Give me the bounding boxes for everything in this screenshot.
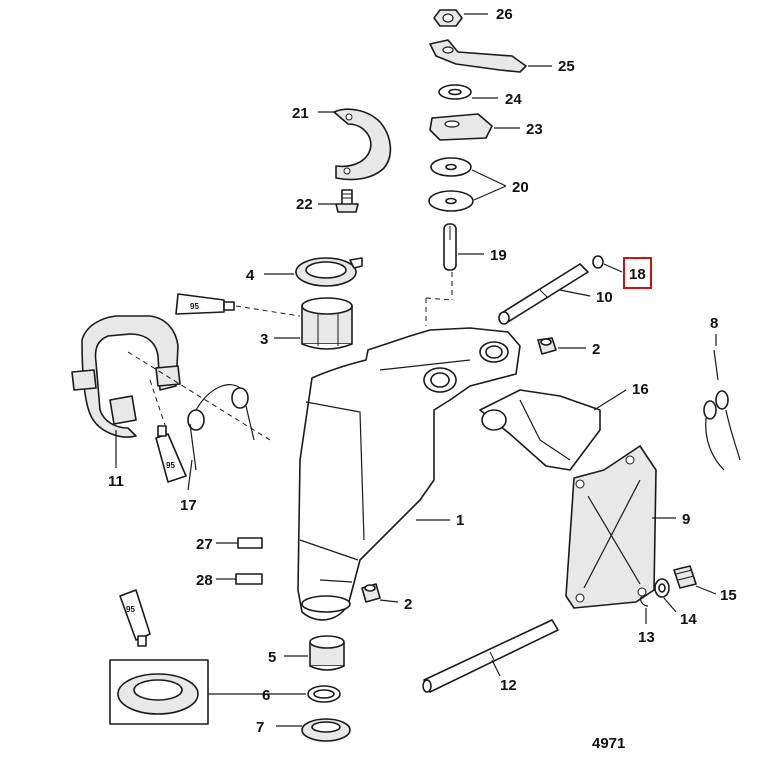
callout-2-bottom: 2	[404, 596, 412, 613]
callout-20: 20	[512, 179, 529, 196]
part-21-bracket	[333, 108, 392, 181]
part-2-fitting-top	[537, 337, 557, 355]
callout-8: 8	[710, 315, 718, 332]
part-8-spring	[703, 349, 741, 471]
callout-21: 21	[292, 105, 309, 122]
part-7-seal	[301, 718, 351, 742]
callout-12: 12	[500, 677, 517, 694]
callout-2-top: 2	[592, 341, 600, 358]
callout-19: 19	[490, 247, 507, 264]
callout-11: 11	[108, 473, 124, 490]
part-23-plate	[429, 113, 493, 141]
sealant-tube-left: 95	[155, 425, 187, 483]
callout-13: 13	[638, 629, 655, 646]
sealant-tube-top: 95	[175, 293, 235, 315]
part-1-swivel-housing	[297, 327, 521, 621]
part-19-pin	[443, 223, 457, 271]
part-10-shaft	[498, 263, 589, 325]
callout-5: 5	[268, 649, 276, 666]
part-20-washers	[428, 157, 474, 212]
sealant-label-top: 95	[190, 302, 199, 311]
part-27	[237, 537, 263, 549]
callout-6: 6	[262, 687, 270, 704]
callout-1: 1	[456, 512, 464, 529]
part-3-bushing	[301, 297, 353, 350]
callout-26: 26	[496, 6, 513, 23]
callout-17: 17	[180, 497, 197, 514]
part-11-bracket	[71, 315, 181, 438]
part-6-seal	[307, 685, 341, 703]
part-16-lever	[479, 389, 601, 471]
part-9-plate	[565, 445, 657, 609]
part-5-bushing	[309, 635, 345, 671]
part-25-arm	[429, 39, 527, 73]
part-2-fitting-bottom	[361, 583, 381, 603]
callout-9: 9	[682, 511, 690, 528]
part-18-ring	[592, 255, 604, 269]
part-22-bolt	[335, 189, 359, 213]
part-24-washer	[438, 84, 472, 100]
part-13-clip	[639, 596, 649, 607]
seal-inset-box	[109, 659, 209, 725]
part-14-washer	[654, 578, 670, 598]
part-17-spring	[187, 384, 255, 471]
callout-16: 16	[632, 381, 649, 398]
figure-number: 4971	[592, 735, 625, 752]
callout-3: 3	[260, 331, 268, 348]
callout-15: 15	[720, 587, 737, 604]
callout-10: 10	[596, 289, 613, 306]
sealant-label-bottom: 95	[126, 605, 135, 614]
callout-7: 7	[256, 719, 264, 736]
callout-4: 4	[246, 267, 255, 284]
callout-22: 22	[296, 196, 313, 213]
part-12-rod	[422, 619, 559, 693]
sealant-label-left: 95	[166, 461, 175, 470]
part-15-spring	[673, 565, 697, 589]
sealant-tube-bottom: 95	[119, 589, 151, 647]
callout-24: 24	[505, 91, 522, 108]
part-28	[235, 573, 263, 585]
callout-27: 27	[196, 536, 213, 553]
callout-25: 25	[558, 58, 575, 75]
part-26-nut	[433, 9, 463, 27]
part-4-ring	[295, 257, 363, 287]
callout-14: 14	[680, 611, 697, 628]
highlight-box-18	[623, 257, 652, 289]
callout-18: 18	[629, 266, 646, 283]
callout-28: 28	[196, 572, 213, 589]
callout-23: 23	[526, 121, 543, 138]
